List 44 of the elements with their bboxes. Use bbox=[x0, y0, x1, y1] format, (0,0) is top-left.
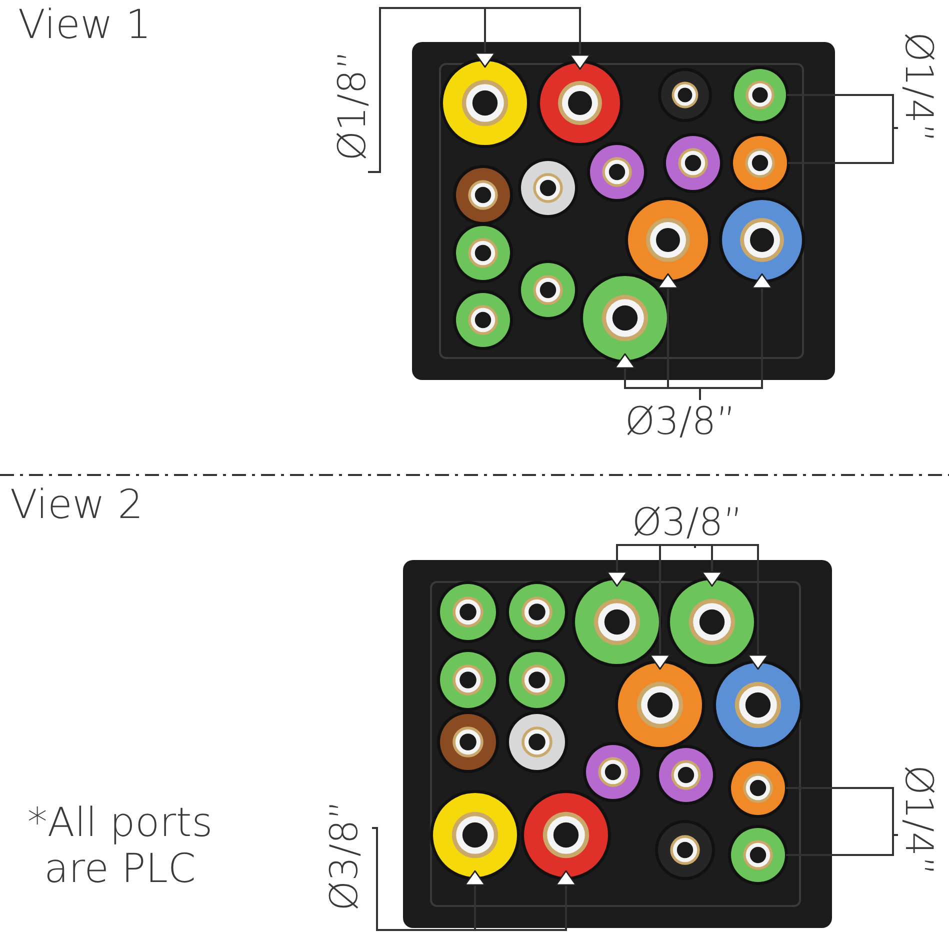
port-fitting bbox=[520, 789, 612, 881]
port-fitting bbox=[429, 789, 521, 881]
port-fitting bbox=[727, 824, 789, 886]
leader-line bbox=[788, 127, 898, 164]
port-fitting bbox=[436, 710, 500, 774]
port-fitting bbox=[436, 648, 500, 712]
port-fitting bbox=[712, 659, 804, 751]
dimension-label: Ø3/8” bbox=[632, 503, 743, 541]
port-fitting bbox=[439, 57, 531, 149]
port-fitting bbox=[730, 65, 790, 125]
view-title: View 1 bbox=[18, 2, 152, 48]
port-fitting bbox=[662, 132, 724, 194]
port-fitting bbox=[517, 157, 579, 219]
port-fitting bbox=[586, 141, 648, 203]
port-fitting bbox=[582, 741, 644, 803]
port-fitting bbox=[536, 59, 624, 147]
port-fitting bbox=[666, 576, 758, 668]
port-fitting bbox=[452, 289, 514, 351]
port-fitting bbox=[452, 164, 514, 226]
port-fitting bbox=[655, 744, 717, 806]
port-fitting bbox=[571, 576, 663, 668]
leader-line bbox=[368, 7, 591, 173]
dimension-label: Ø1/8” bbox=[333, 50, 371, 161]
dimension-label: Ø1/4” bbox=[900, 32, 938, 143]
port-fitting bbox=[452, 222, 514, 284]
footnote: *All ports are PLC bbox=[26, 800, 214, 892]
port-fitting bbox=[517, 259, 579, 321]
port-fitting bbox=[505, 648, 569, 712]
port-fitting bbox=[505, 710, 569, 774]
port-fitting bbox=[654, 819, 716, 881]
dimension-label: Ø3/8” bbox=[625, 402, 736, 440]
port-fitting bbox=[624, 196, 712, 284]
port-fitting bbox=[718, 196, 806, 284]
dimension-label: Ø1/4” bbox=[900, 765, 938, 876]
leader-line bbox=[786, 834, 898, 856]
port-fitting bbox=[727, 757, 789, 819]
port-fitting bbox=[436, 580, 500, 644]
dimension-label: Ø3/8” bbox=[325, 800, 363, 911]
port-fitting bbox=[614, 659, 706, 751]
view-title: View 2 bbox=[10, 482, 144, 528]
port-fitting bbox=[657, 67, 713, 123]
port-fitting bbox=[729, 132, 791, 194]
port-fitting bbox=[579, 272, 671, 364]
port-fitting bbox=[505, 580, 569, 644]
